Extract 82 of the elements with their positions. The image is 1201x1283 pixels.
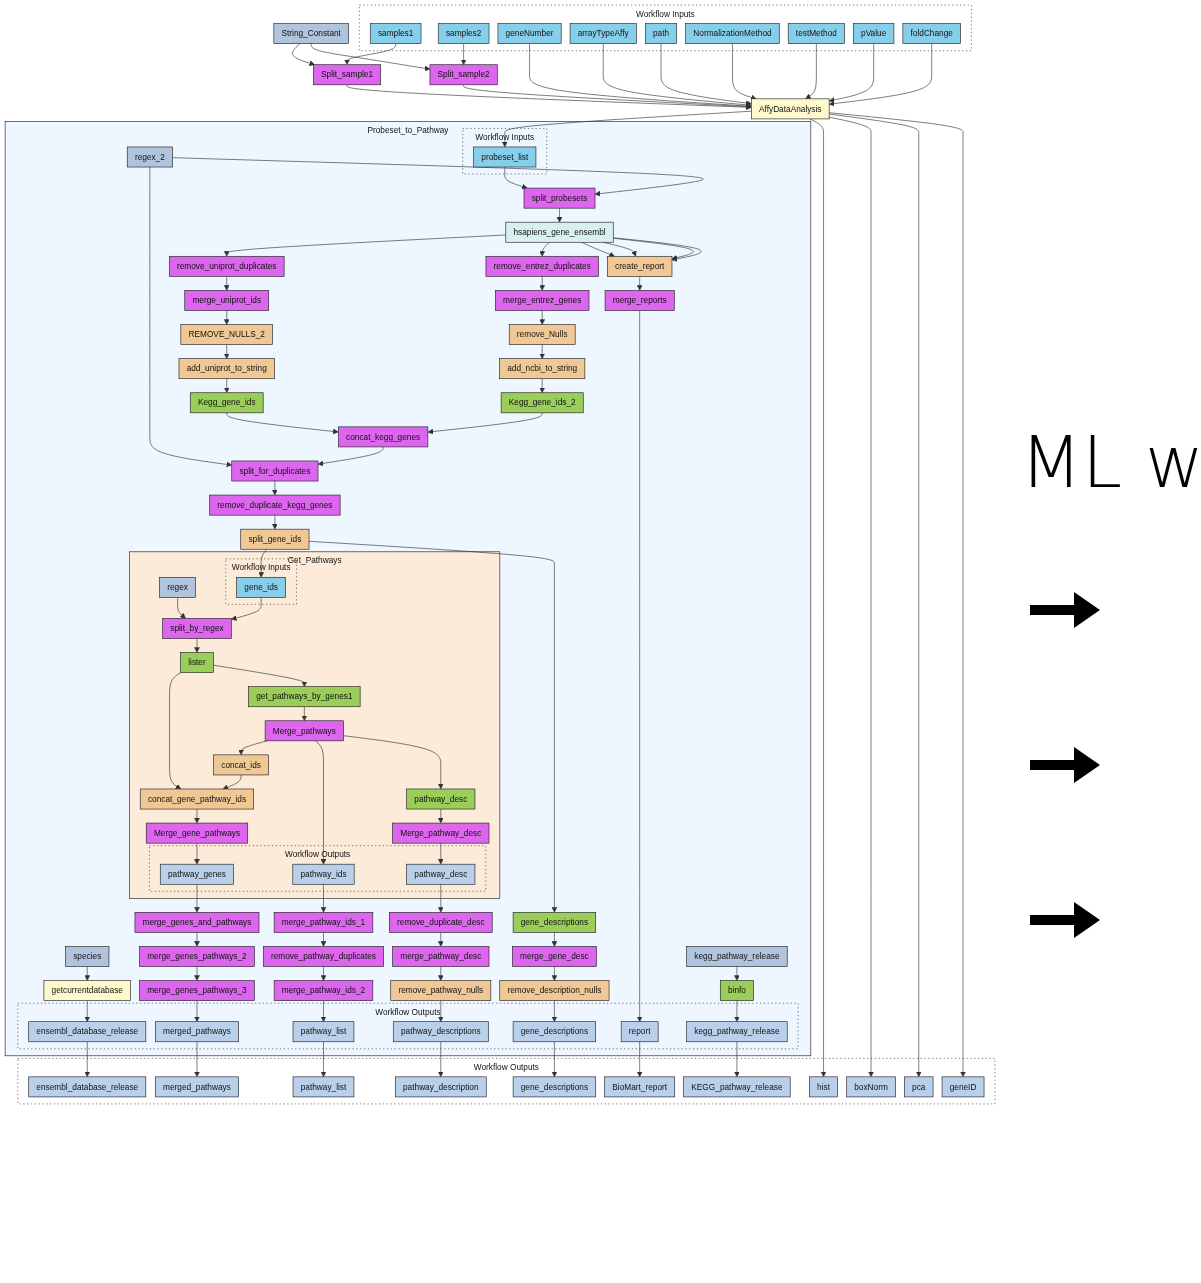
node-box: hsapiens_gene_ensembl	[505, 221, 614, 243]
node-box: remove_Nulls	[508, 324, 576, 345]
node-box: BioMart_report	[604, 1076, 676, 1098]
node-box: testMethod	[787, 23, 845, 44]
node-box: merge_pathway_desc	[392, 946, 490, 967]
node-box: samples1	[369, 23, 422, 44]
node-box: remove_pathway_duplicates	[263, 946, 384, 967]
node-box: merge_pathway_ids_1	[273, 912, 374, 933]
node-box: hist	[809, 1076, 838, 1098]
node-box: add_uniprot_to_string	[178, 358, 275, 380]
node-box: add_ncbi_to_string	[499, 358, 586, 380]
node-box: pathway_genes	[159, 863, 234, 885]
node-box: merge_entrez_genes	[495, 290, 590, 311]
node-box: merge_reports	[604, 290, 675, 311]
node-box: merged_pathways	[155, 1021, 239, 1043]
node-box: pValue	[853, 23, 895, 44]
node-box: samples2	[437, 23, 490, 44]
node-box: regex	[159, 577, 196, 598]
node-box: pathway_list	[292, 1021, 355, 1043]
node-box: merge_genes_and_pathways	[134, 912, 260, 933]
node-box: boxNorm	[846, 1076, 896, 1098]
node-box: merge_genes_pathways_2	[139, 946, 255, 967]
node-box: pathway_description	[395, 1076, 487, 1098]
node-box: merge_pathway_ids_2	[273, 980, 374, 1001]
node-box: getcurrentdatabase	[43, 980, 131, 1001]
node-box: remove_description_nulls	[499, 980, 610, 1001]
node-box: probeset_list	[473, 146, 537, 168]
node-box: binfo	[719, 980, 754, 1001]
node-box: split_for_duplicates	[231, 460, 319, 482]
node-box: geneID	[941, 1076, 985, 1098]
node-box: gene_ids	[236, 577, 286, 598]
node-box: remove_pathway_nulls	[390, 980, 492, 1001]
node-box: remove_uniprot_duplicates	[169, 256, 285, 277]
node-box: foldChange	[902, 23, 961, 44]
node-box: pathway_ids	[292, 863, 355, 885]
node-box: merge_gene_desc	[512, 946, 597, 967]
node-box: report	[620, 1021, 659, 1043]
node-box: merged_pathways	[155, 1076, 239, 1098]
node-box: Kegg_gene_ids_2	[500, 392, 584, 414]
node-box: regex_2	[126, 146, 173, 168]
node-box: Merge_pathways	[264, 720, 344, 742]
node-box: species	[65, 946, 110, 967]
node-box: Split_sample2	[429, 64, 498, 86]
node-box: Split_sample1	[313, 64, 382, 86]
node-box: concat_ids	[213, 754, 269, 776]
node-box: NormalizationMethod	[685, 23, 780, 44]
node-box: kegg_pathway_release	[686, 946, 788, 967]
node-box: concat_gene_pathway_ids	[139, 788, 254, 810]
node-box: kegg_pathway_release	[686, 1021, 788, 1043]
node-box: gene_descriptions	[512, 1021, 596, 1043]
node-box: KEGG_pathway_release	[683, 1076, 791, 1098]
node-box: pathway_desc	[406, 788, 476, 810]
node-box: create_report	[607, 256, 673, 277]
node-box: pathway_list	[292, 1076, 355, 1098]
node-box: remove_duplicate_kegg_genes	[209, 494, 341, 516]
node-box: REMOVE_NULLS_2	[180, 324, 273, 345]
node-box: gene_descriptions	[512, 912, 596, 933]
node-box: remove_duplicate_desc	[389, 912, 493, 933]
node-box: merge_genes_pathways_3	[139, 980, 255, 1001]
slide-heading: ML w	[1020, 420, 1201, 504]
node-box: split_by_regex	[162, 618, 232, 639]
node-box: Merge_gene_pathways	[145, 822, 248, 844]
node-box: split_probesets	[523, 187, 596, 209]
node-box: split_gene_ids	[240, 528, 310, 550]
node-box: concat_kegg_genes	[338, 426, 429, 448]
node-box: ensembl_database_release	[28, 1021, 147, 1043]
node-box: geneNumber	[497, 23, 562, 44]
node-box: lister	[180, 652, 214, 673]
node-box: path	[644, 23, 678, 44]
node-box: gene_descriptions	[512, 1076, 596, 1098]
node-box: Merge_pathway_desc	[392, 822, 490, 844]
node-box: arrayTypeAffy	[569, 23, 637, 44]
node-box: ensembl_database_release	[28, 1076, 147, 1098]
node-box: get_pathways_by_genes1	[248, 686, 361, 708]
node-box: pathway_desc	[406, 863, 476, 885]
node-box: pca	[904, 1076, 934, 1098]
node-box: merge_uniprot_ids	[184, 290, 269, 311]
node-box: pathway_descriptions	[392, 1021, 489, 1043]
node-box: Kegg_gene_ids	[189, 392, 264, 414]
node-box: AffyDataAnalysis	[751, 98, 830, 120]
node-box: String_Constant	[273, 23, 349, 44]
node-box: remove_entrez_duplicates	[485, 256, 599, 277]
